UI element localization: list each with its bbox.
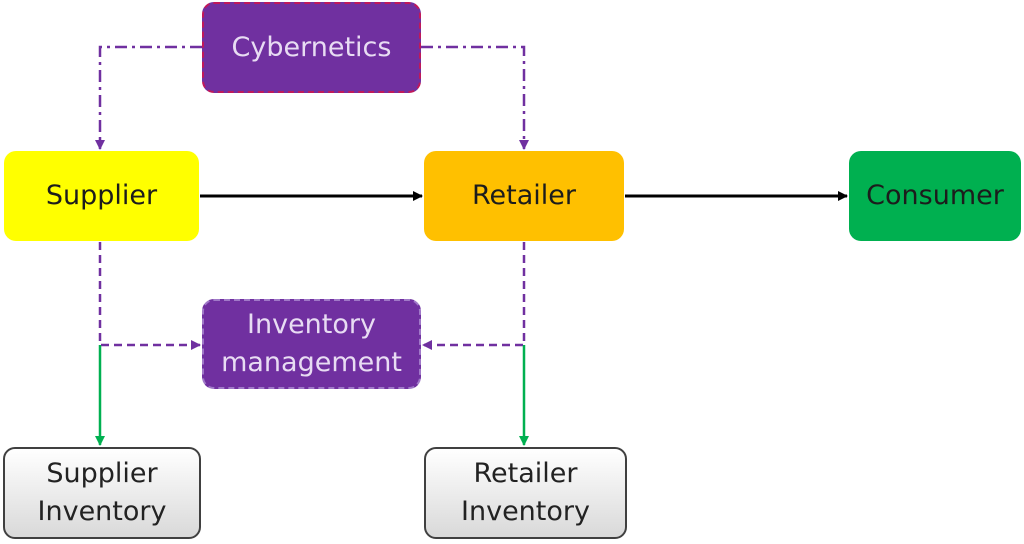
arrow-cybernetics-to-retailer [421, 45, 529, 150]
inventory-management-label-line1: Inventory [247, 309, 376, 340]
retailer-inventory-label-line2: Inventory [461, 496, 590, 527]
retailer-inventory-label-line1: Retailer [473, 458, 578, 489]
consumer-label: Consumer [866, 180, 1004, 211]
retailer-node: Retailer [424, 151, 624, 241]
inventory-management-label-line2: management [221, 347, 402, 378]
arrow-retailer-to-inventory-management [422, 242, 526, 350]
retailer-inventory-node: Retailer Inventory [424, 447, 627, 539]
supplier-inventory-label-line1: Supplier [46, 458, 158, 489]
cybernetics-label: Cybernetics [231, 31, 392, 63]
consumer-node: Consumer [849, 151, 1021, 241]
supplier-label: Supplier [45, 180, 158, 211]
retailer-label: Retailer [471, 180, 576, 211]
arrow-supplier-to-inventory-management [98, 242, 201, 350]
arrow-cybernetics-to-supplier [95, 45, 202, 150]
supplier-inventory-label-line2: Inventory [37, 496, 167, 527]
supplier-node: Supplier [4, 151, 199, 241]
inventory-management-node: Inventory management [202, 299, 421, 389]
supplier-inventory-node: Supplier Inventory [3, 447, 201, 539]
cybernetics-node: Cybernetics [202, 2, 421, 93]
